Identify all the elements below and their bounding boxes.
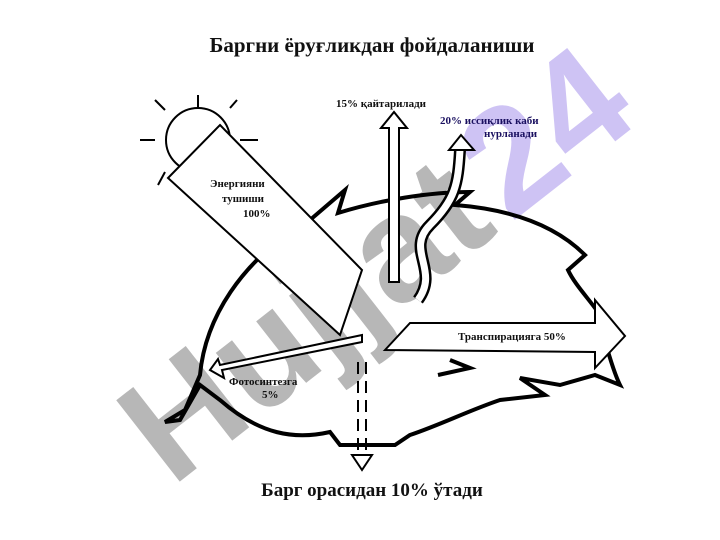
incoming-label-3: 100% (243, 208, 271, 220)
incoming-label-1: Энергияни (210, 178, 265, 190)
reflected-arrow (378, 110, 410, 283)
transpiration-label: Транспирацияга 50% (458, 331, 566, 343)
incoming-label-2: тушиши (222, 193, 265, 205)
photosynthesis-label-1: Фотосинтезга (229, 376, 298, 388)
transmitted-label: Барг орасидан 10% ўтади (261, 480, 483, 501)
leaf-inner-notch (437, 358, 477, 377)
photosynthesis-label-2: 5% (262, 389, 279, 401)
transmitted-arrow (350, 362, 374, 472)
transpiration-arrow (382, 297, 627, 371)
photosynthesis-arrow (208, 333, 363, 381)
incoming-beam (166, 123, 364, 337)
reflected-label: 15% қайтарилади (336, 98, 427, 110)
diagram-title: Баргни ёруғликдан фойдаланиши (209, 33, 534, 57)
heat-label-1: 20% иссиқлик каби (440, 115, 539, 127)
heat-label-2: нурланади (484, 128, 538, 140)
heat-arrow-head (446, 133, 477, 151)
heat-arrow-inner (415, 149, 464, 303)
